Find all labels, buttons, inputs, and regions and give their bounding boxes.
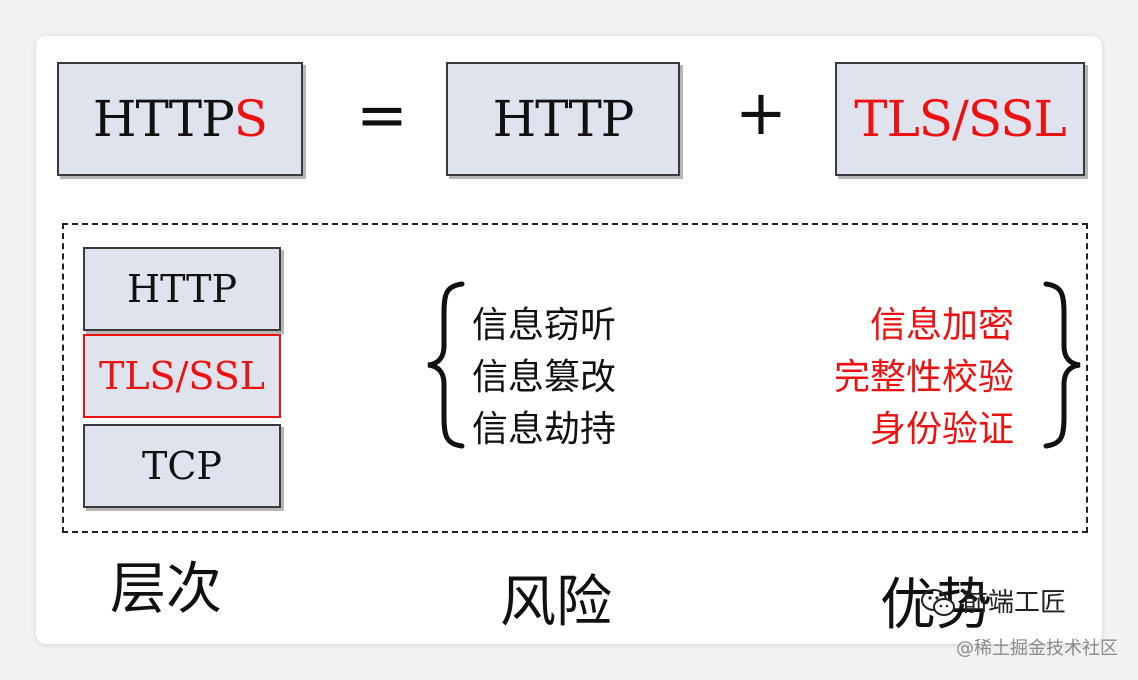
advantages-list: 信息加密 完整性校验 身份验证 — [834, 300, 1014, 456]
risks-list: 信息窃听 信息篡改 信息劫持 — [472, 300, 616, 456]
left-brace — [427, 281, 465, 449]
right-brace — [1043, 281, 1081, 449]
layer-tls-ssl-label: TLS/SSL — [98, 354, 266, 398]
risk-item: 信息篡改 — [472, 357, 617, 398]
watermark-text: 前端工匠 — [962, 588, 1067, 618]
detail-frame — [62, 223, 1088, 533]
risk-item: 信息窃听 — [472, 305, 617, 346]
tls-ssl-label: TLS/SSL — [854, 90, 1066, 148]
https-label-s: S — [233, 90, 268, 148]
layer-http-label: HTTP — [126, 267, 238, 311]
risk-item: 信息劫持 — [472, 409, 617, 450]
http-label: HTTP — [492, 90, 635, 148]
equals-sign: = — [356, 78, 408, 151]
tls-ssl-box: TLS/SSL — [835, 62, 1085, 176]
footer-credit: @稀土掘金技术社区 — [956, 638, 1118, 659]
layer-tcp-label: TCP — [142, 444, 222, 488]
layer-http: HTTP — [83, 247, 281, 331]
http-box: HTTP — [446, 62, 680, 176]
caption-layers: 层次 — [110, 557, 222, 622]
layer-tcp: TCP — [83, 424, 281, 508]
advantage-item: 身份验证 — [869, 409, 1014, 450]
layer-tls-ssl: TLS/SSL — [83, 334, 281, 418]
wechat-icon — [921, 589, 955, 616]
https-label-prefix: HTTP — [92, 90, 235, 148]
plus-sign: + — [735, 76, 787, 149]
advantage-item: 完整性校验 — [833, 357, 1014, 398]
caption-risks: 风险 — [500, 570, 612, 635]
advantage-item: 信息加密 — [869, 305, 1014, 346]
